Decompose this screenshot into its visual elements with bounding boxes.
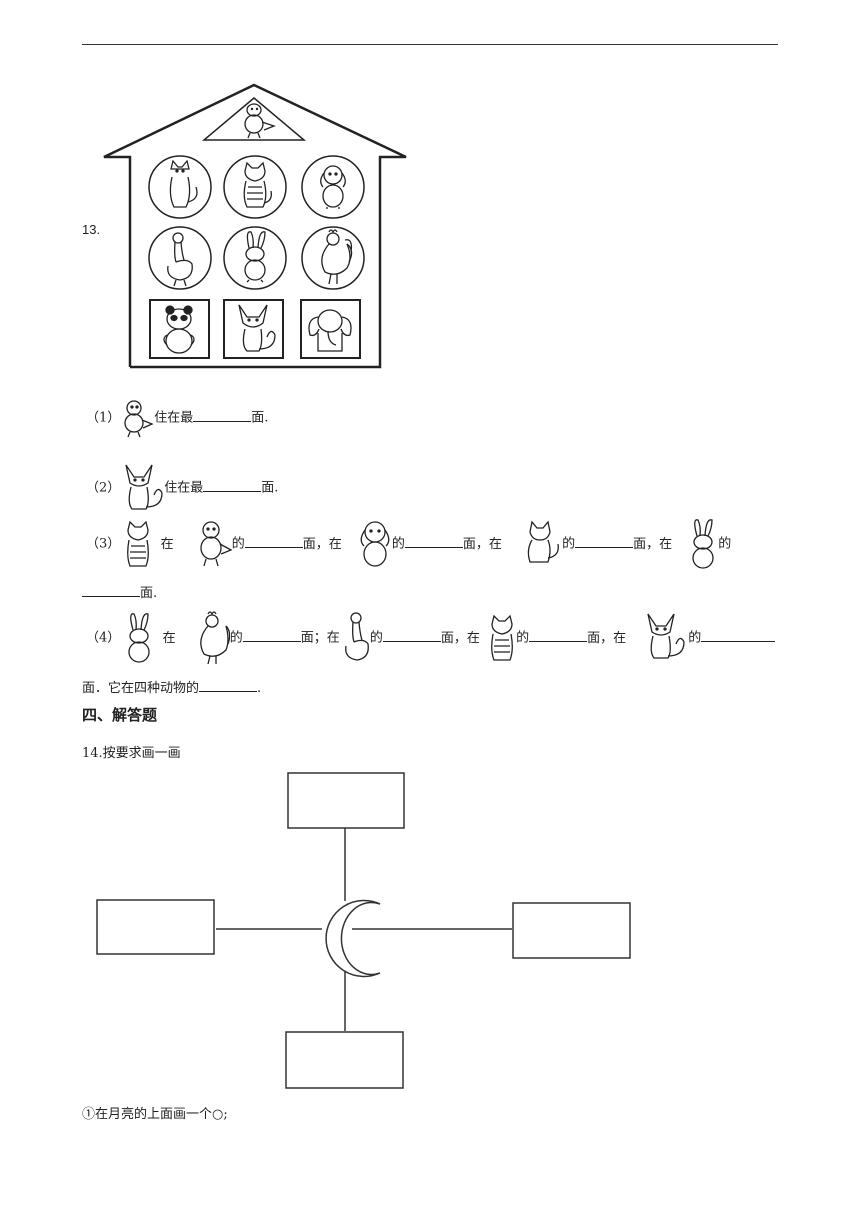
answer-blank[interactable] xyxy=(193,409,252,422)
sub2-text: 住在最 xyxy=(164,480,204,496)
sub3-label: （3） xyxy=(86,536,121,552)
q13-sub4: （4） 在 的 面；在 的 面，在 的 面，在 的 xyxy=(86,610,776,666)
answer-blank[interactable] xyxy=(199,679,258,692)
answer-blank[interactable] xyxy=(701,629,776,642)
cat-icon xyxy=(169,159,198,208)
de-text: 的 xyxy=(562,536,576,552)
cat-icon xyxy=(527,520,559,563)
rooster-icon xyxy=(199,611,230,665)
box-left xyxy=(96,899,215,955)
mian-zai-text: 面，在 xyxy=(587,630,627,646)
dog-icon xyxy=(320,165,346,209)
bird-icon xyxy=(124,400,154,438)
zai-text: 在 xyxy=(160,536,174,552)
q13-sub2: （2） 住在最 面. xyxy=(86,463,278,513)
tiger-icon xyxy=(127,520,150,567)
elephant-icon xyxy=(308,309,352,352)
q13-sub3: （3） 在 的 面，在 的 面，在 的 面，在 的 xyxy=(86,516,731,572)
moon-diagram xyxy=(96,772,631,1089)
mian-zai-text: 面，在 xyxy=(633,536,673,552)
de-text: 的 xyxy=(229,630,243,646)
rooster-icon xyxy=(321,229,353,285)
de-text: 的 xyxy=(718,536,732,552)
box-bottom xyxy=(285,1031,404,1089)
goose-icon xyxy=(344,612,369,661)
roof-triangle xyxy=(201,97,307,141)
de-text: 的 xyxy=(369,630,383,646)
de-text: 的 xyxy=(516,630,530,646)
tiger-icon xyxy=(491,614,513,661)
sub1-label: （1） xyxy=(86,410,121,426)
question-13-number: 13. xyxy=(82,222,101,237)
sub4-line2-end: . xyxy=(257,681,262,696)
rabbit-icon xyxy=(692,519,714,569)
mian-zai-text: 面，在 xyxy=(462,536,502,552)
fox-icon xyxy=(125,464,163,510)
bird-icon xyxy=(200,521,232,567)
panda-icon xyxy=(163,305,195,354)
de-text: 的 xyxy=(688,630,702,646)
mian-semi-zai-text: 面；在 xyxy=(300,630,340,646)
answer-blank[interactable] xyxy=(529,629,588,642)
sub2-tail: 面. xyxy=(261,480,279,496)
sub4-label: （4） xyxy=(86,630,121,646)
sub1-text: 住在最 xyxy=(154,410,194,426)
moon-icon xyxy=(325,899,381,978)
fox-icon xyxy=(238,304,276,352)
de-text: 的 xyxy=(231,536,245,552)
tiger-icon xyxy=(243,161,272,208)
q13-sub3-cont: 面. xyxy=(82,582,157,601)
question-14-title: 14.按要求画一画 xyxy=(82,746,181,761)
zai-text: 在 xyxy=(162,630,176,646)
answer-blank[interactable] xyxy=(575,535,634,548)
box-right xyxy=(512,902,631,959)
answer-blank[interactable] xyxy=(82,584,140,597)
animal-house-figure xyxy=(103,83,407,369)
header-rule xyxy=(82,44,778,45)
answer-blank[interactable] xyxy=(244,535,303,548)
bird-icon xyxy=(244,103,276,139)
rabbit-icon xyxy=(244,231,266,283)
instruction-1: ①在月亮的上面画一个○; xyxy=(82,1107,228,1122)
sub1-tail: 面. xyxy=(251,410,269,426)
sub4-line2-text: 面．它在四种动物的 xyxy=(82,681,200,696)
mian-zai-text: 面，在 xyxy=(302,536,342,552)
dog-icon xyxy=(360,521,390,567)
sub3-tail: 面. xyxy=(140,586,158,601)
house-outline xyxy=(103,83,407,369)
q13-sub4-cont: 面．它在四种动物的. xyxy=(82,677,261,696)
rabbit-icon xyxy=(128,613,151,663)
answer-blank[interactable] xyxy=(382,629,441,642)
mian-zai-text: 面，在 xyxy=(440,630,480,646)
answer-blank[interactable] xyxy=(203,479,262,492)
q13-sub1: （1） 住在最 面. xyxy=(86,398,268,438)
de-text: 的 xyxy=(391,536,405,552)
section-title: 四、解答题 xyxy=(82,706,158,724)
fox-icon xyxy=(647,613,685,659)
sub2-label: （2） xyxy=(86,480,121,496)
box-top xyxy=(287,772,405,829)
goose-icon xyxy=(167,232,193,287)
answer-blank[interactable] xyxy=(404,535,463,548)
answer-blank[interactable] xyxy=(242,629,301,642)
